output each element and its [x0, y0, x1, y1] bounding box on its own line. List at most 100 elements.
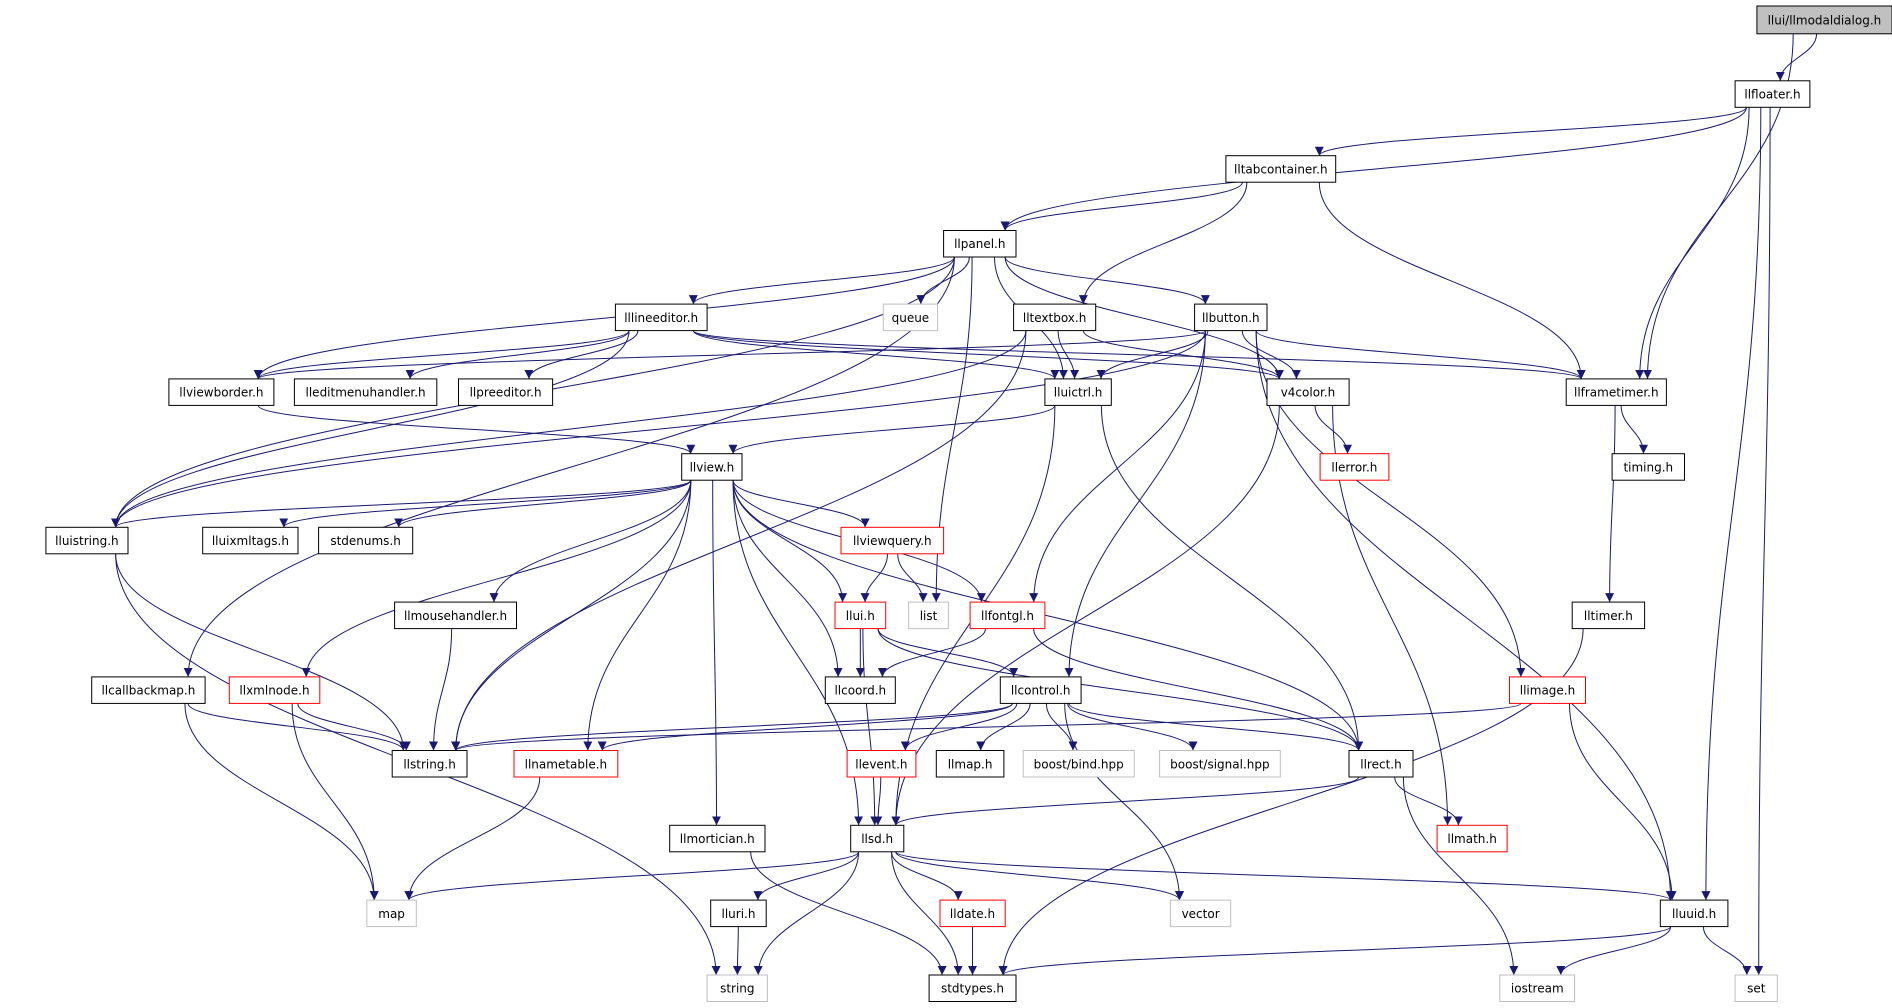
- node-stdenums[interactable]: stdenums.h: [318, 526, 414, 555]
- node-stdtypes[interactable]: stdtypes.h: [928, 974, 1017, 1002]
- node-box-llnametable: [513, 750, 619, 778]
- node-lldate[interactable]: lldate.h: [939, 899, 1006, 928]
- node-label-llxmlnode: llxmlnode.h: [239, 684, 309, 698]
- node-box-llmodaldialog: [1756, 5, 1892, 35]
- node-llviewquery[interactable]: llviewquery.h: [840, 526, 945, 555]
- node-llmodaldialog[interactable]: llui/llmodaldialog.h: [1756, 5, 1892, 35]
- node-llerror[interactable]: llerror.h: [1319, 453, 1390, 481]
- node-label-llcoord: llcoord.h: [834, 684, 886, 698]
- node-llrect[interactable]: llrect.h: [1348, 750, 1414, 778]
- node-llmap[interactable]: llmap.h: [935, 750, 1005, 778]
- node-label-lluixmltags: lluixmltags.h: [212, 534, 289, 548]
- edge-llfloater-to-lltabcontainer: [1314, 106, 1747, 157]
- node-box-lltabcontainer: [1225, 155, 1337, 183]
- node-lltextbox[interactable]: lltextbox.h: [1013, 303, 1097, 332]
- node-llpanel[interactable]: llpanel.h: [943, 230, 1017, 258]
- edge-lllineeditor-to-llviewborder: [253, 330, 630, 380]
- node-label-lluictrl: lluictrl.h: [1054, 386, 1103, 400]
- edge-llpanel-to-llviewborder: [253, 256, 955, 379]
- node-lluri[interactable]: lluri.h: [710, 899, 767, 928]
- node-label-iostream: iostream: [1511, 982, 1564, 996]
- node-llpreeditor[interactable]: llpreeditor.h: [458, 378, 554, 406]
- node-label-boostsignal: boost/signal.hpp: [1170, 757, 1269, 771]
- edge-llimage-to-llstring: [451, 703, 1522, 751]
- node-lllineeditor[interactable]: lllineeditor.h: [614, 303, 708, 332]
- node-iostream: iostream: [1499, 974, 1576, 1002]
- node-box-llerror: [1319, 453, 1390, 481]
- node-label-boostbind: boost/bind.hpp: [1034, 757, 1124, 771]
- node-label-llmousehandler: llmousehandler.h: [404, 609, 507, 623]
- edge-llrect-to-llmath: [1394, 777, 1463, 826]
- node-box-stdtypes: [928, 974, 1017, 1002]
- edge-llui-to-llrect: [877, 628, 1364, 751]
- node-llviewborder[interactable]: llviewborder.h: [168, 378, 275, 406]
- node-llevent[interactable]: llevent.h: [846, 750, 917, 778]
- node-llmath[interactable]: llmath.h: [1436, 824, 1508, 853]
- node-llview[interactable]: llview.h: [681, 453, 743, 481]
- node-llxmlnode[interactable]: llxmlnode.h: [228, 676, 321, 704]
- node-timing[interactable]: timing.h: [1611, 453, 1685, 481]
- node-set: set: [1734, 974, 1778, 1002]
- node-lleditmenuhandler[interactable]: lleditmenuhandler.h: [293, 378, 438, 406]
- node-v4color[interactable]: v4color.h: [1266, 378, 1350, 406]
- edge-llview-to-lluixmltags: [279, 479, 692, 528]
- edge-llview-to-llxmlnode: [301, 480, 692, 677]
- node-llimage[interactable]: llimage.h: [1509, 676, 1586, 704]
- edge-llsd-to-map: [404, 851, 860, 901]
- edge-llevent-to-llsd: [873, 777, 883, 826]
- node-box-v4color: [1266, 378, 1350, 406]
- node-llfontgl[interactable]: llfontgl.h: [969, 601, 1046, 630]
- node-llcoord[interactable]: llcoord.h: [824, 676, 896, 704]
- node-llstring[interactable]: llstring.h: [391, 750, 468, 778]
- node-lluistring[interactable]: lluistring.h: [45, 526, 129, 555]
- edge-llframetimer-to-timing: [1620, 405, 1648, 454]
- node-llmousehandler[interactable]: llmousehandler.h: [394, 601, 518, 630]
- node-lluuid[interactable]: lluuid.h: [1659, 899, 1729, 928]
- node-label-llmodaldialog: llui/llmodaldialog.h: [1768, 13, 1882, 27]
- node-label-llstring: llstring.h: [403, 757, 456, 771]
- node-box-llmath: [1436, 824, 1508, 853]
- edge-llfloater-to-lluuid: [1701, 107, 1762, 901]
- edge-llsd-to-lluri: [753, 851, 860, 901]
- node-box-llrect: [1348, 750, 1414, 778]
- node-llbutton[interactable]: llbutton.h: [1194, 303, 1268, 332]
- edge-llview-to-llmousehandler: [489, 480, 692, 603]
- node-llfloater[interactable]: llfloater.h: [1734, 80, 1811, 108]
- node-lltabcontainer[interactable]: lltabcontainer.h: [1225, 155, 1337, 183]
- node-llui[interactable]: llui.h: [834, 601, 887, 630]
- node-box-llview: [681, 453, 743, 481]
- node-llframetimer[interactable]: llframetimer.h: [1565, 378, 1667, 406]
- edge-llcallbackmap-to-map: [184, 703, 379, 901]
- edge-llnametable-to-map: [404, 777, 541, 901]
- node-label-llviewquery: llviewquery.h: [853, 534, 932, 548]
- node-label-stdenums: stdenums.h: [330, 534, 401, 548]
- edge-lllineeditor-to-llframetimer: [692, 330, 1586, 380]
- node-lltimer[interactable]: lltimer.h: [1571, 601, 1646, 630]
- node-label-llfontgl: llfontgl.h: [981, 609, 1034, 623]
- node-box-stdenums: [318, 526, 414, 555]
- edge-llfontgl-to-llcoord: [877, 628, 986, 678]
- node-box-lluictrl: [1044, 378, 1112, 406]
- node-label-timing: timing.h: [1623, 461, 1673, 475]
- node-lluictrl[interactable]: lluictrl.h: [1044, 378, 1112, 406]
- edge-llsd-to-stdtypes: [891, 851, 963, 976]
- edge-llpanel-to-lllineeditor: [688, 256, 955, 305]
- node-list: list: [908, 601, 949, 630]
- node-llmortician[interactable]: llmortician.h: [669, 824, 766, 853]
- node-box-map: [366, 899, 417, 928]
- node-llnametable[interactable]: llnametable.h: [513, 750, 619, 778]
- node-label-string: string: [720, 982, 754, 996]
- node-lluixmltags[interactable]: lluixmltags.h: [202, 526, 299, 555]
- node-llcontrol[interactable]: llcontrol.h: [999, 676, 1082, 704]
- edge-lllineeditor-to-v4color: [692, 330, 1284, 380]
- node-label-llnametable: llnametable.h: [525, 757, 608, 771]
- node-label-llmortician: llmortician.h: [680, 832, 755, 846]
- edge-lltimer-to-stdtypes: [998, 628, 1584, 976]
- node-label-lluri: lluri.h: [722, 907, 756, 921]
- edge-lltabcontainer-to-lltextbox: [1078, 182, 1248, 305]
- node-label-lllineeditor: lllineeditor.h: [624, 311, 698, 325]
- edge-lluistring-to-llstring: [115, 553, 408, 751]
- node-llcallbackmap[interactable]: llcallbackmap.h: [91, 676, 206, 704]
- node-box-llstring: [391, 750, 468, 778]
- node-llsd[interactable]: llsd.h: [850, 824, 905, 853]
